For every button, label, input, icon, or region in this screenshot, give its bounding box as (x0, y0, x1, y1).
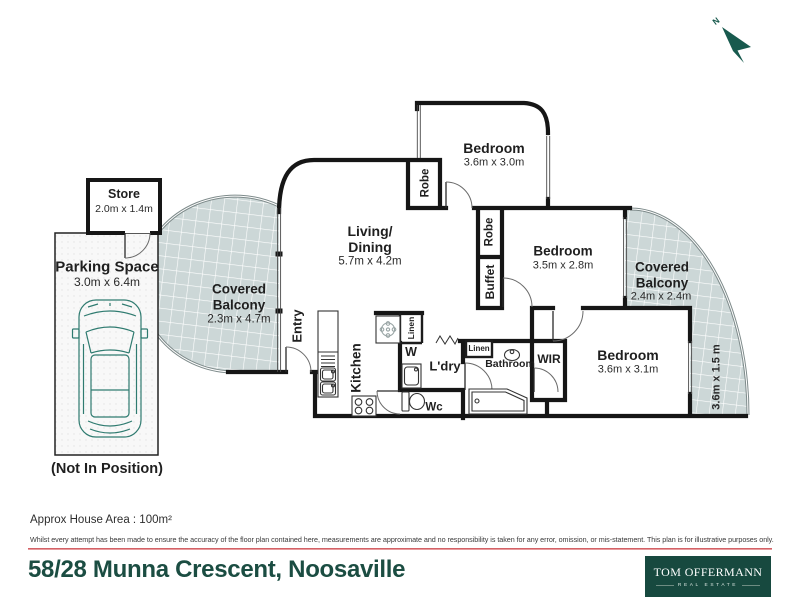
bedroom-mid-label: Bedroom (533, 243, 593, 259)
living-dims: 5.7m x 4.2m (338, 255, 402, 268)
logo-rule-left (655, 585, 674, 586)
bathroom-fixtures (468, 348, 528, 415)
bedroom-right-dims: 3.6m x 3.1m (597, 363, 659, 376)
bathtub-icon (468, 388, 528, 415)
bedroom-top-dims: 3.6m x 3.0m (463, 156, 525, 169)
north-arrow-icon (722, 27, 751, 63)
balcony-right-dims: 2.4m x 2.4m (630, 290, 692, 303)
balcony-right-label-2: Balcony (635, 275, 689, 291)
covered-balcony-right-shape (625, 207, 750, 416)
parking-dims: 3.0m x 6.4m (73, 275, 141, 289)
opening-zigzag (435, 335, 459, 346)
balcony-left-label-1: Covered (211, 281, 267, 297)
store-dims: 2.0m x 1.4m (95, 202, 153, 215)
buffet-label: Buffet (483, 264, 497, 300)
floor-plan-walls (225, 100, 749, 421)
house-area-text: Approx House Area : 100m² (30, 514, 172, 526)
car-icon (71, 299, 149, 438)
store-shape (86, 178, 162, 235)
bathroom-label: Bathroom (485, 357, 535, 370)
parking-note: (Not In Position) (51, 460, 163, 477)
entry-label: Entry (289, 309, 305, 343)
laundry-fixtures (401, 363, 422, 389)
robe-mid-label: Robe (483, 217, 496, 247)
laundry-label: L'dry (429, 358, 461, 374)
store-label: Store (108, 186, 140, 201)
parking-label: Parking Space (55, 258, 159, 276)
linen-bath-label: Linen (468, 344, 490, 353)
balcony-right-label-1: Covered (634, 259, 690, 275)
living-label-1: Living/ (347, 223, 393, 239)
agency-logo-subtitle-text: REAL ESTATE (677, 583, 739, 588)
kitchen-label: Kitchen (348, 343, 364, 393)
agency-logo: TOM OFFERMANN REAL ESTATE (645, 556, 771, 597)
bedroom-right-label: Bedroom (597, 347, 659, 363)
balcony-left-label-2: Balcony (212, 297, 266, 313)
bedroom-mid-dims: 3.5m x 2.8m (532, 259, 594, 272)
toilet-icon (401, 391, 410, 412)
floor-plan (54, 27, 751, 456)
wc-fixtures (401, 391, 426, 412)
wc-label: Wc (425, 401, 443, 414)
kitchen-fixtures (317, 310, 401, 417)
red-divider (28, 548, 772, 550)
robe-top-label: Robe (419, 168, 432, 198)
linen-kitchen-label: Linen (405, 316, 416, 340)
disclaimer-text: Whilst every attempt has been made to en… (30, 535, 774, 544)
wir-label: WIR (537, 352, 561, 366)
logo-rule-right (742, 585, 761, 586)
living-label-2: Dining (348, 239, 392, 255)
agency-logo-subtitle: REAL ESTATE (655, 583, 761, 588)
door-swings (124, 181, 584, 415)
balcony-right-side-dims: 3.6m x 1.5 m (710, 344, 723, 410)
windows (277, 105, 693, 394)
stove-icon (351, 395, 377, 417)
bedroom-top-label: Bedroom (463, 140, 525, 156)
balcony-left-dims: 2.3m x 4.7m (207, 313, 271, 326)
property-address: 58/28 Munna Crescent, Noosaville (28, 556, 406, 583)
washer-label: W (405, 344, 417, 359)
appliance-icon (375, 315, 401, 344)
agency-logo-name: TOM OFFERMANN (653, 565, 763, 579)
